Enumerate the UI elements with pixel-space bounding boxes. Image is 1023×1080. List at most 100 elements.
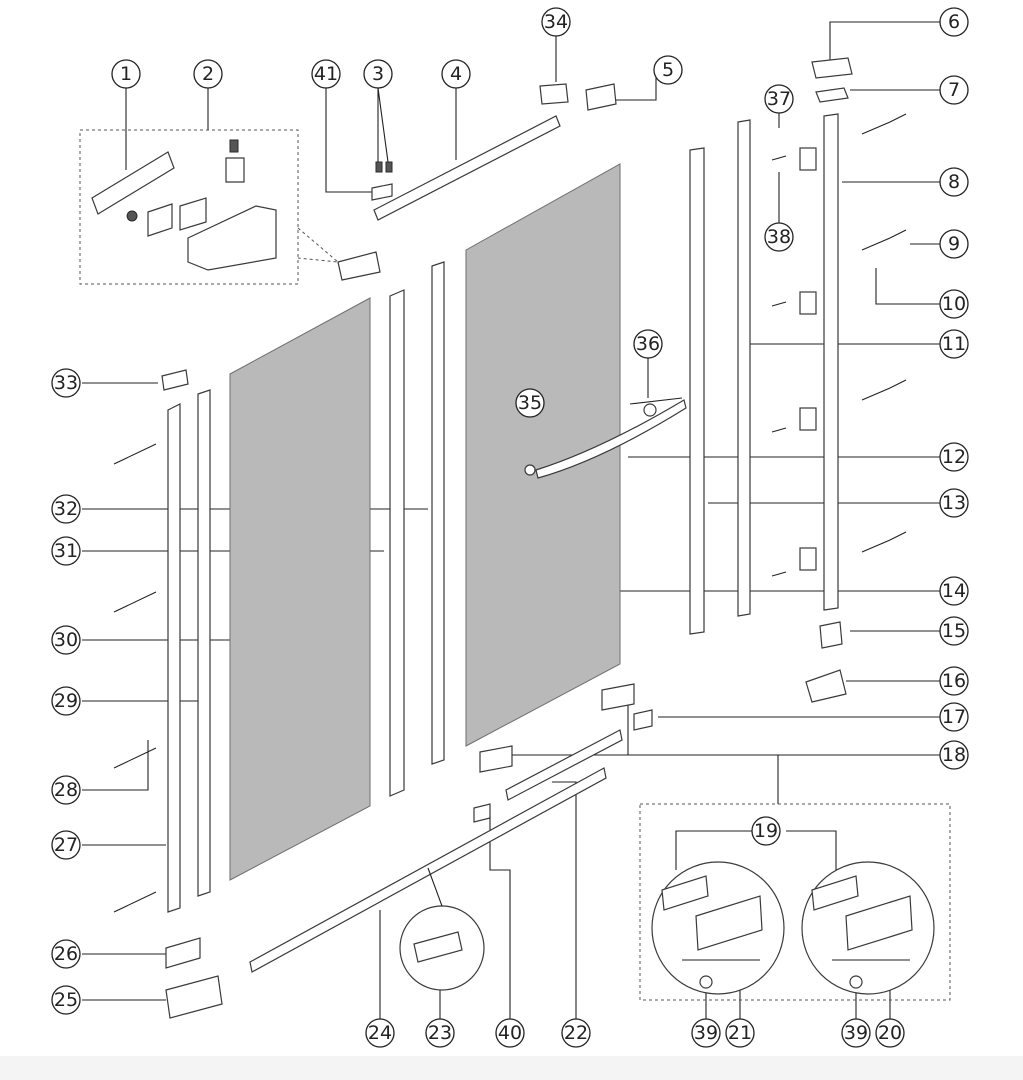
svg-text:4: 4: [450, 63, 462, 85]
svg-text:41: 41: [314, 63, 338, 85]
svg-text:8: 8: [948, 171, 960, 193]
callout-23: 23: [425, 1018, 455, 1048]
svg-text:2: 2: [202, 63, 214, 85]
roller-detail-left: [651, 861, 785, 995]
bracket-15: [819, 621, 843, 649]
callout-37: 37: [764, 84, 794, 114]
callout-38: 38: [764, 222, 794, 252]
callout-19: 19: [751, 816, 781, 846]
callout-26: 26: [51, 939, 81, 969]
callout-25: 25: [51, 985, 81, 1015]
guide-18b: [601, 683, 635, 711]
svg-text:20: 20: [878, 1022, 902, 1044]
detail-23-part: [413, 931, 463, 963]
callout-18: 18: [939, 740, 969, 770]
svg-text:11: 11: [942, 333, 966, 355]
callout-24: 24: [365, 1018, 395, 1048]
svg-text:29: 29: [54, 690, 78, 712]
callout-9: 9: [939, 229, 969, 259]
callout-36: 36: [633, 329, 663, 359]
block-25: [165, 975, 223, 1019]
svg-text:33: 33: [54, 372, 78, 394]
bottom-track: [249, 767, 607, 973]
callout-27: 27: [51, 830, 81, 860]
callout-30: 30: [51, 625, 81, 655]
callout-22: 22: [561, 1018, 591, 1048]
svg-text:7: 7: [948, 79, 960, 101]
right-brackets-screws: [771, 113, 907, 577]
cap-33: [161, 369, 189, 391]
door-handle: [524, 397, 687, 479]
profile-31: [389, 289, 405, 797]
svg-text:22: 22: [564, 1022, 588, 1044]
svg-text:12: 12: [942, 446, 966, 468]
callout-10: 10: [939, 289, 969, 319]
svg-text:5: 5: [662, 59, 674, 81]
svg-text:24: 24: [368, 1022, 392, 1044]
svg-text:3: 3: [372, 63, 384, 85]
callout-34: 34: [541, 7, 571, 37]
callout-35: 35: [515, 388, 545, 418]
wall-profile-27: [167, 403, 181, 913]
bottom-strip: [0, 1056, 1023, 1080]
svg-text:35: 35: [518, 392, 542, 414]
callout-1: 1: [111, 59, 141, 89]
svg-text:13: 13: [942, 492, 966, 514]
bracket-16: [805, 669, 847, 703]
svg-text:26: 26: [54, 943, 78, 965]
callout-16: 16: [939, 666, 969, 696]
svg-text:14: 14: [942, 580, 966, 602]
svg-text:1: 1: [120, 63, 132, 85]
svg-text:6: 6: [948, 11, 960, 33]
svg-text:36: 36: [636, 333, 660, 355]
fixed-glass-panel: [229, 297, 371, 881]
callout-21: 21: [725, 1018, 755, 1048]
callout-39-right: 39: [841, 1018, 871, 1048]
callout-15: 15: [939, 616, 969, 646]
callout-32: 32: [51, 494, 81, 524]
sliding-glass-panel: [465, 163, 621, 747]
svg-text:40: 40: [498, 1022, 522, 1044]
svg-text:23: 23: [428, 1022, 452, 1044]
callout-28: 28: [51, 775, 81, 805]
clip-17: [633, 709, 653, 731]
svg-text:38: 38: [767, 226, 791, 248]
callout-12: 12: [939, 442, 969, 472]
callout-7: 7: [939, 75, 969, 105]
callout-40: 40: [495, 1018, 525, 1048]
guide-18a: [479, 745, 513, 773]
wall-profiles-right: [689, 113, 839, 635]
svg-text:18: 18: [942, 744, 966, 766]
callout-14: 14: [939, 576, 969, 606]
callout-2: 2: [193, 59, 223, 89]
svg-text:17: 17: [942, 706, 966, 728]
svg-text:32: 32: [54, 498, 78, 520]
callout-17: 17: [939, 702, 969, 732]
top-guide-detail-box: [79, 129, 299, 285]
detail-pointer: [297, 227, 340, 263]
callout-4: 4: [441, 59, 471, 89]
callout-20: 20: [875, 1018, 905, 1048]
cap-plate: [815, 87, 849, 103]
callout-3: 3: [363, 59, 393, 89]
callout-8: 8: [939, 167, 969, 197]
svg-text:30: 30: [54, 629, 78, 651]
roller-detail-right: [801, 861, 935, 995]
svg-text:39: 39: [694, 1022, 718, 1044]
svg-text:15: 15: [942, 620, 966, 642]
bottom-profile-22: [505, 729, 623, 801]
callout-11: 11: [939, 329, 969, 359]
svg-text:10: 10: [942, 293, 966, 315]
svg-text:34: 34: [544, 11, 568, 33]
callout-29: 29: [51, 686, 81, 716]
top-guide-assembly: [91, 139, 277, 271]
callout-31: 31: [51, 536, 81, 566]
profile-32: [431, 261, 445, 765]
guide-40: [473, 803, 491, 823]
callout-13: 13: [939, 488, 969, 518]
callout-39-left: 39: [691, 1018, 721, 1048]
svg-text:28: 28: [54, 779, 78, 801]
svg-text:39: 39: [844, 1022, 868, 1044]
svg-text:16: 16: [942, 670, 966, 692]
